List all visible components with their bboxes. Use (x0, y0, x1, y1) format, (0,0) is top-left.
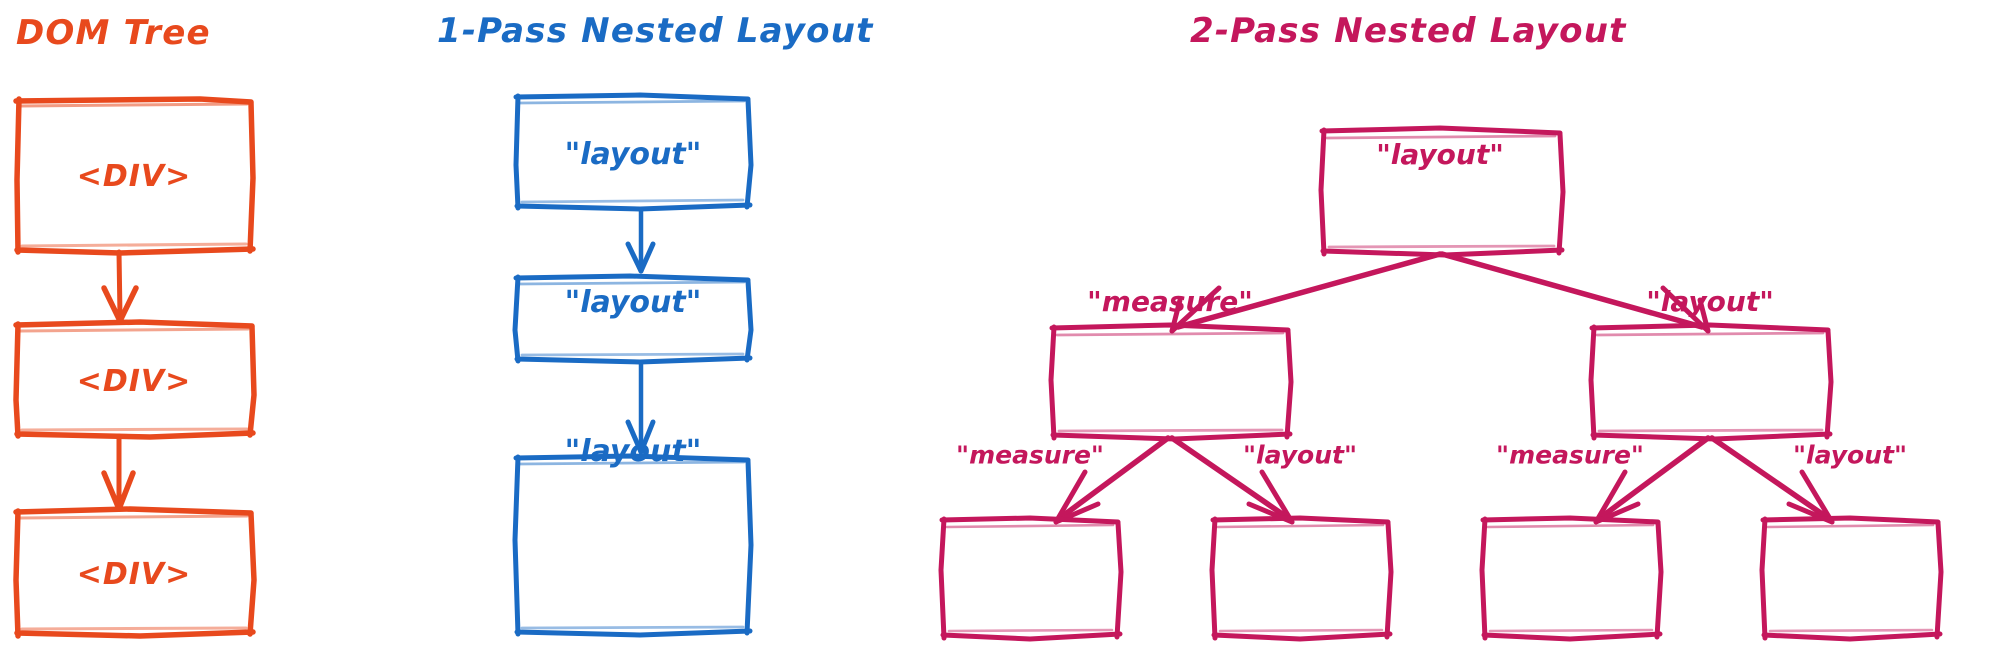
dom-tree-group (13, 96, 257, 639)
column-title-dom-tree: DOM Tree (16, 13, 211, 53)
two-pass-group (938, 125, 1944, 642)
two-l2a-box[interactable] (938, 515, 1124, 642)
two-l2c-label: "measure" (1496, 440, 1644, 470)
two-root-box[interactable] (1318, 125, 1566, 258)
one-node-1-label: "layout" (564, 137, 702, 172)
two-l2b-box[interactable] (1209, 515, 1394, 642)
dom-node-3-label: <DIV> (76, 557, 192, 592)
one-node-2-label: "layout" (564, 285, 702, 320)
two-l1a-label: "measure" (1087, 285, 1253, 318)
one-node-3-label: "layout" (564, 434, 702, 469)
dom-node-1-box[interactable] (13, 96, 256, 256)
two-l2a-label: "measure" (956, 440, 1104, 470)
dom-edge-2-3 (101, 433, 136, 512)
one-node-3-box[interactable] (512, 453, 754, 638)
dom-node-1-label: <DIV> (76, 159, 192, 194)
two-l1a-box[interactable] (1048, 322, 1294, 442)
dom-node-2-label: <DIV> (76, 364, 192, 399)
dom-node-2-box[interactable] (13, 319, 257, 440)
column-title-one-pass: 1-Pass Nested Layout (437, 11, 874, 51)
two-l2b-label: "layout" (1243, 440, 1357, 470)
two-root-label: "layout" (1376, 138, 1504, 171)
two-l1b-label: "layout" (1646, 285, 1774, 318)
two-l2c-box[interactable] (1479, 515, 1664, 642)
two-l1b-box[interactable] (1588, 322, 1834, 442)
one-edge-1-2 (625, 206, 656, 274)
two-l2d-label: "layout" (1793, 440, 1907, 470)
dom-edge-1-2 (101, 249, 139, 324)
dom-node-3-box[interactable] (13, 506, 257, 639)
one-pass-group (512, 92, 754, 638)
column-title-two-pass: 2-Pass Nested Layout (1190, 11, 1627, 51)
two-l2d-box[interactable] (1759, 515, 1944, 642)
one-edge-2-3 (625, 359, 656, 455)
